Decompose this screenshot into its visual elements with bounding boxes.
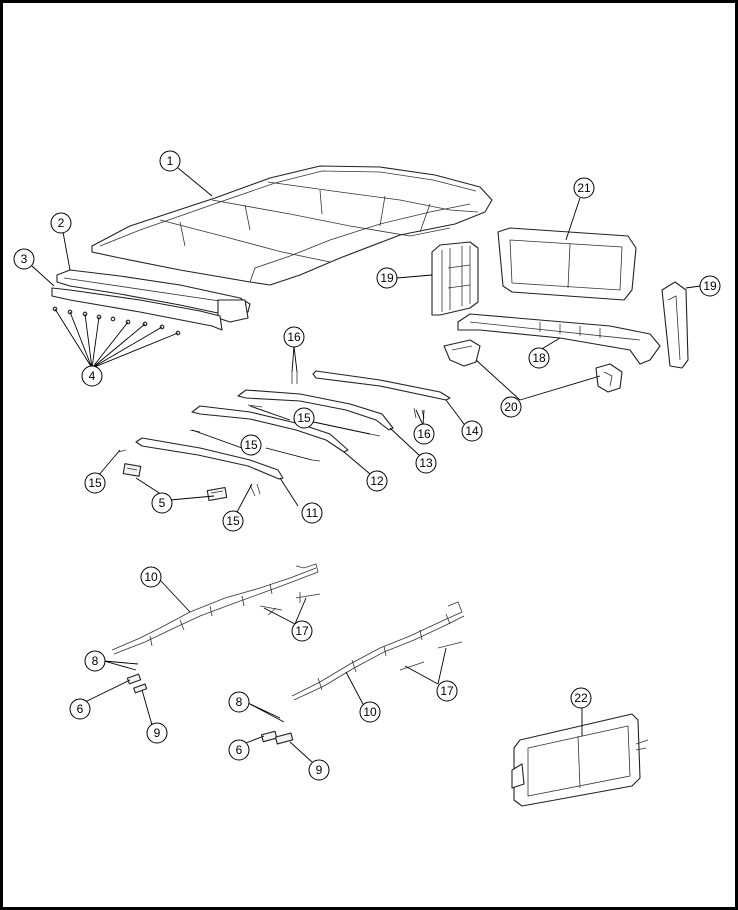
rail-11	[135, 437, 284, 480]
switch-6b	[260, 730, 278, 743]
callout-label: 6	[236, 743, 243, 757]
callout-5: 5	[151, 492, 173, 514]
callout-18: 18	[528, 347, 550, 369]
callout-17a: 17	[291, 620, 313, 642]
callout-label: 11	[306, 506, 319, 520]
rear-cross-member	[457, 313, 661, 365]
callout-label: 6	[77, 702, 84, 716]
callout-label: 16	[417, 427, 431, 441]
callout-19a: 19	[376, 267, 398, 289]
rear-window-frame	[497, 227, 637, 301]
callout-13: 13	[415, 452, 437, 474]
callout-3: 3	[13, 248, 35, 270]
callout-8b: 8	[228, 691, 250, 713]
callout-label: 1	[167, 154, 174, 168]
callout-22: 22	[570, 687, 592, 709]
wiring-harness-upper	[111, 563, 321, 655]
pillar-trim-left	[431, 241, 479, 316]
callout-2: 2	[50, 212, 72, 234]
callout-9a: 9	[146, 722, 168, 744]
callout-label: 12	[370, 474, 384, 488]
callout-14: 14	[461, 420, 483, 442]
callout-label: 17	[295, 624, 309, 638]
callout-label: 22	[574, 691, 588, 705]
callout-label: 5	[159, 496, 166, 510]
rail-12	[191, 405, 349, 453]
callout-label: 20	[504, 400, 518, 414]
callout-label: 2	[58, 216, 65, 230]
callout-label: 19	[703, 279, 717, 293]
callout-label: 3	[21, 252, 28, 266]
switch-6a	[126, 673, 142, 685]
callout-label: 9	[316, 763, 323, 777]
callout-label: 9	[154, 726, 161, 740]
clip-5b	[206, 486, 228, 502]
callout-6a: 6	[69, 698, 91, 720]
callout-11: 11	[301, 502, 323, 524]
callout-label: 21	[577, 181, 591, 195]
callout-label: 15	[88, 476, 102, 490]
callout-15b: 15	[293, 407, 315, 429]
callout-label: 15	[244, 438, 258, 452]
callout-15d: 15	[222, 510, 244, 532]
wiring-harness-lower	[291, 601, 465, 701]
callout-15c: 15	[240, 434, 262, 456]
callout-label: 18	[532, 351, 546, 365]
cover-9b	[274, 732, 294, 745]
callout-label: 14	[465, 424, 479, 438]
parts-diagram: 1 2 3 4 5 6 6 8 8 9 9 10 10 11 12 13 14 …	[13, 150, 721, 807]
callout-label: 16	[287, 330, 301, 344]
callout-8a: 8	[84, 650, 106, 672]
callout-21: 21	[573, 177, 595, 199]
side-panel-22	[511, 713, 649, 807]
bracket-left	[443, 339, 481, 367]
front-header	[51, 269, 251, 331]
callout-label: 13	[419, 456, 433, 470]
callout-label: 8	[236, 695, 243, 709]
callout-20: 20	[500, 396, 522, 418]
callout-17b: 17	[436, 680, 458, 702]
callout-label: 17	[440, 684, 454, 698]
callout-label: 10	[144, 570, 158, 584]
callout-4: 4	[81, 365, 103, 387]
callout-label: 8	[92, 654, 99, 668]
callout-label: 4	[89, 369, 96, 383]
callout-label: 15	[297, 411, 311, 425]
callout-16b: 16	[413, 423, 435, 445]
pillar-trim-right	[661, 281, 689, 369]
callout-10b: 10	[359, 701, 381, 723]
clip-5a	[122, 463, 142, 477]
leader-lines	[31, 167, 701, 763]
callout-6b: 6	[228, 739, 250, 761]
callout-19b: 19	[699, 275, 721, 297]
callout-16a: 16	[283, 326, 305, 348]
callout-label: 10	[363, 705, 377, 719]
callout-9b: 9	[308, 759, 330, 781]
callout-10a: 10	[140, 566, 162, 588]
cover-9a	[133, 683, 148, 694]
bracket-right	[595, 363, 623, 393]
callout-label: 19	[380, 271, 394, 285]
callout-label: 15	[226, 514, 240, 528]
callout-15a: 15	[84, 472, 106, 494]
callout-12: 12	[366, 470, 388, 492]
callout-1: 1	[159, 150, 181, 172]
roof-panel	[91, 165, 493, 286]
rail-14	[312, 370, 451, 401]
